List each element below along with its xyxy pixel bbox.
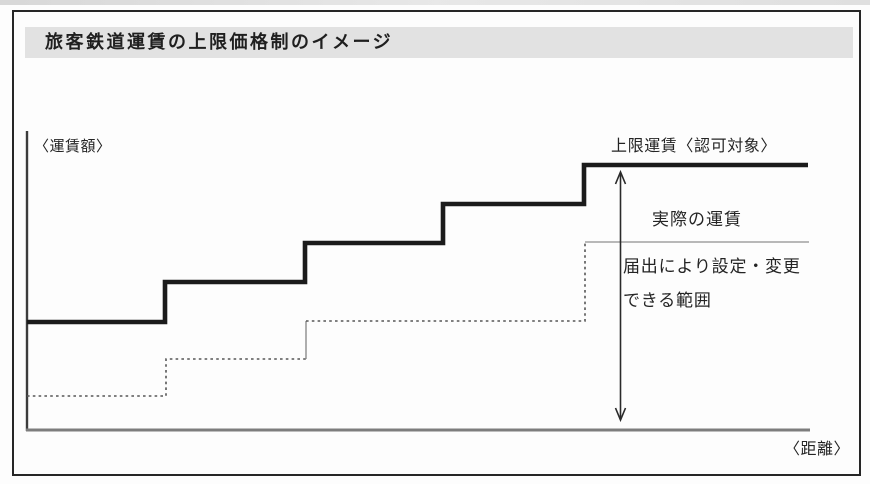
notification-range-note-line2: できる範囲: [623, 291, 712, 310]
scan-artifact-strip: [0, 0, 870, 5]
actual-fare-label: 実際の運賃: [652, 210, 742, 229]
upper-limit-fare-label: 上限運賃〈認可対象〉: [611, 138, 778, 155]
x-axis-label-distance: 〈距離〉: [784, 441, 851, 458]
figure-title-bar: 旅客鉄道運賃の上限価格制のイメージ: [25, 27, 853, 58]
notification-range-note-line1: 届出により設定・変更: [623, 257, 801, 276]
figure-frame: [12, 10, 861, 476]
figure-title: 旅客鉄道運賃の上限価格制のイメージ: [45, 32, 394, 52]
y-axis-label-fare-amount: 〈運賃額〉: [34, 138, 112, 155]
